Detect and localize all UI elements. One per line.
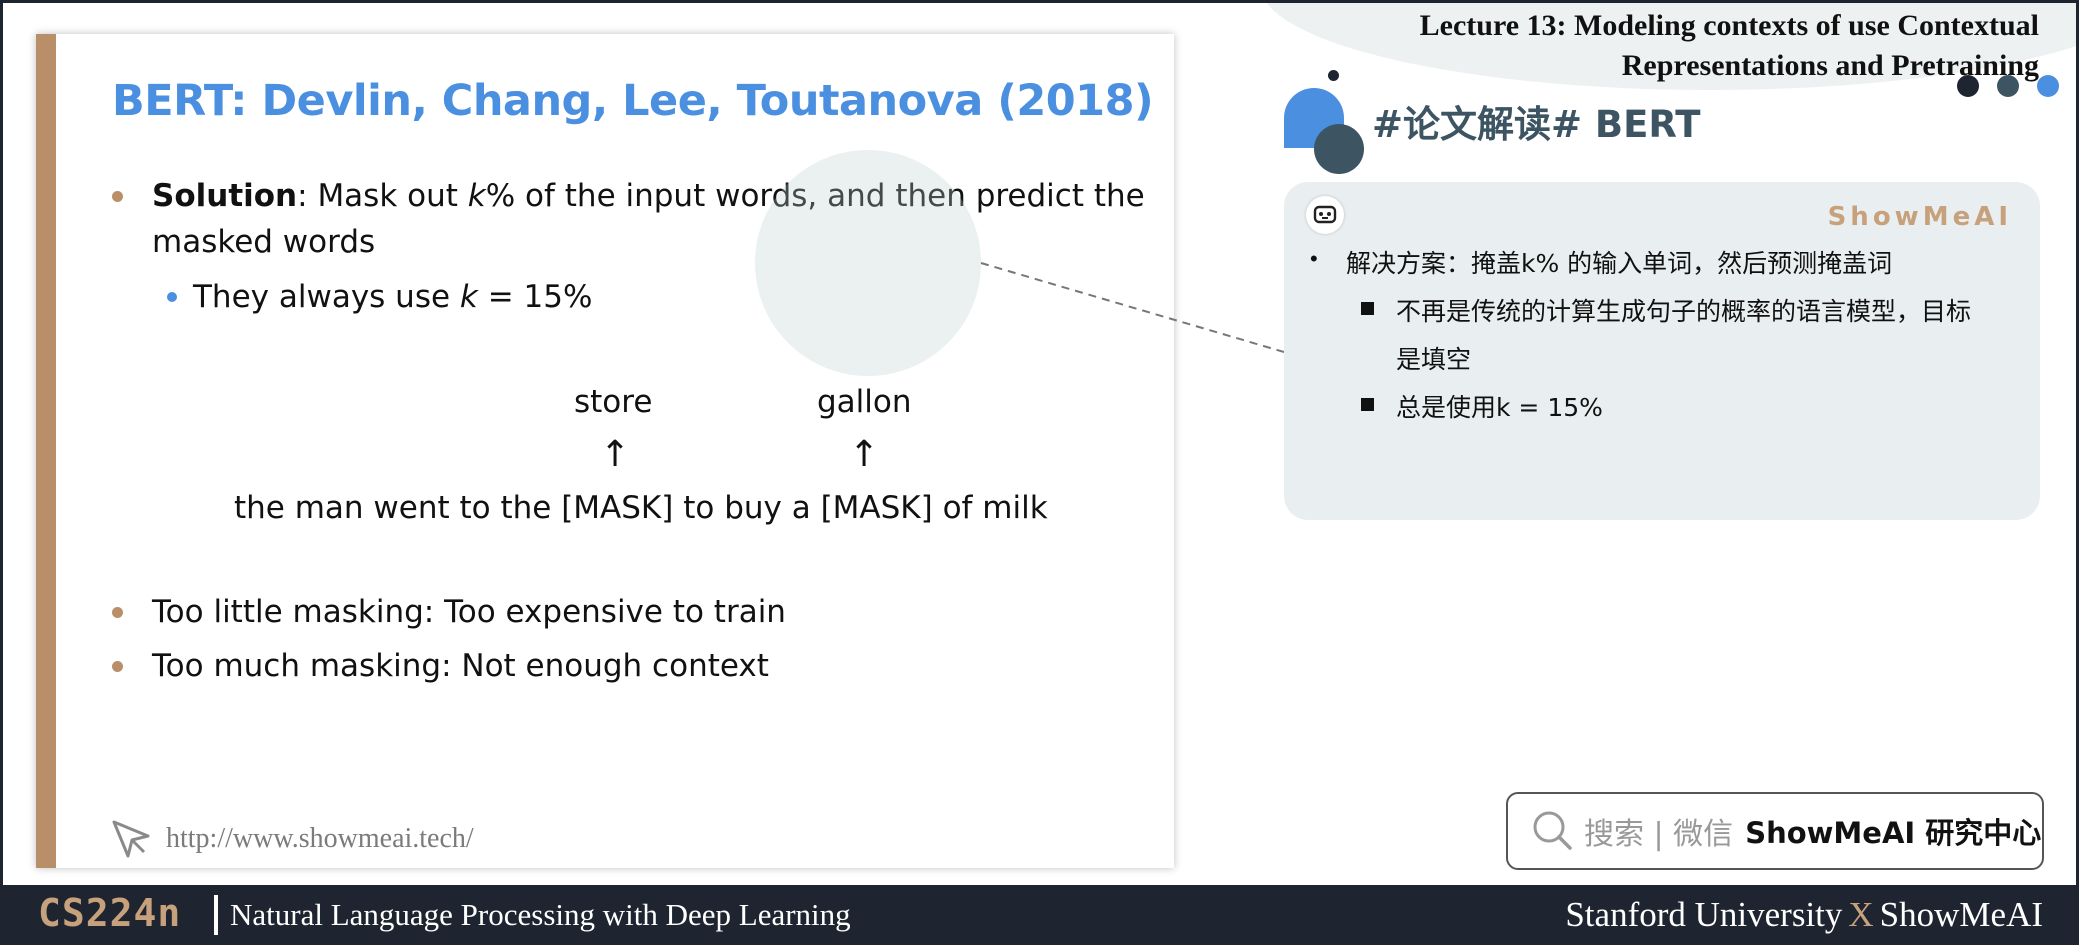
url-link[interactable]: http://www.showmeai.tech/: [166, 823, 474, 854]
bullet-too-little: Too little masking: Too expensive to tra…: [152, 594, 786, 630]
sub-bullet-text-b: = 15%: [477, 279, 593, 315]
sub-bullet-text-a: They always use: [193, 279, 460, 315]
header-dots: [1957, 75, 2059, 97]
lecture-title: Lecture 13: Modeling contexts of use Con…: [1420, 6, 2039, 86]
footer-credit-x: X: [1848, 895, 1874, 934]
sub-bullet-dot: [167, 292, 177, 302]
bullet-solution-bold: Solution: [152, 178, 298, 214]
footer-credit-stanford: Stanford University: [1565, 895, 1843, 934]
word-store: store: [574, 384, 653, 420]
note-line-2b: 是填空: [1396, 345, 1472, 374]
slide-accent-bar: [36, 34, 56, 868]
footer-subtitle: Natural Language Processing with Deep Le…: [230, 897, 851, 932]
deco-dark-shape: [1314, 124, 1364, 174]
bullet-solution-k: k: [467, 178, 486, 214]
footer-bar: CS224n Natural Language Processing with …: [0, 885, 2079, 945]
bullet-dot: [112, 607, 123, 618]
word-gallon: gallon: [817, 384, 912, 420]
slide-card: BERT: Devlin, Chang, Lee, Toutanova (201…: [36, 34, 1174, 868]
url-row[interactable]: http://www.showmeai.tech/: [108, 816, 474, 862]
slide-title: BERT: Devlin, Chang, Lee, Toutanova (201…: [112, 76, 1154, 126]
bullet-too-much: Too much masking: Not enough context: [152, 648, 769, 684]
search-placeholder: 搜索 | 微信: [1584, 817, 1734, 852]
cursor-icon: [112, 820, 150, 858]
brand-tag: ShowMeAI: [1827, 202, 2012, 232]
bullet-solution-text-a: : Mask out: [297, 178, 468, 214]
magnifier-circle: [755, 150, 981, 376]
section-title: #论文解读# BERT: [1372, 103, 1701, 146]
footer-credit-showmeai: ShowMeAI: [1879, 895, 2043, 934]
note-line-3: 总是使用k = 15%: [1396, 393, 1603, 422]
lecture-title-line1: Lecture 13: Modeling contexts of use Con…: [1419, 9, 2039, 42]
bullet-solution-line2: masked words: [152, 224, 376, 260]
note-square-bullet: [1361, 302, 1374, 315]
sub-bullet-k: They always use k = 15%: [193, 274, 592, 320]
search-brand: ShowMeAI 研究中心: [1745, 816, 2042, 850]
note-line-2a: 不再是传统的计算生成句子的概率的语言模型，目标: [1396, 297, 1972, 326]
bullet-solution: Solution: Mask out k% of the input words…: [152, 173, 1145, 219]
search-icon: [1533, 811, 1572, 850]
footer-separator: [214, 895, 218, 935]
search-box[interactable]: 搜索 | 微信 ShowMeAI 研究中心: [1506, 792, 2044, 870]
note-card: ShowMeAI • 解决方案：掩盖k% 的输入单词，然后预测掩盖词 不再是传统…: [1284, 182, 2040, 520]
bullet-dot: [112, 661, 123, 672]
dot-blue: [2037, 75, 2059, 97]
footer-course: CS224n: [38, 891, 182, 935]
dot-dark: [1957, 75, 1979, 97]
arrow-up-icon: ↑: [849, 434, 880, 475]
robot-icon: [1306, 196, 1344, 234]
mask-sentence: the man went to the [MASK] to buy a [MAS…: [234, 490, 1048, 526]
arrow-up-icon: ↑: [600, 434, 631, 475]
deco-dot: [1328, 70, 1339, 81]
bullet-solution-text-b: % of the input words, and then predict t…: [485, 178, 1145, 214]
bullet-dot: [112, 191, 123, 202]
note-bullet: •: [1310, 246, 1318, 271]
note-line-1: 解决方案：掩盖k% 的输入单词，然后预测掩盖词: [1346, 249, 1893, 278]
lecture-title-line2: Representations and Pretraining: [1621, 49, 2039, 82]
sub-bullet-k-var: k: [459, 279, 478, 315]
note-square-bullet: [1361, 398, 1374, 411]
dot-slate: [1997, 75, 2019, 97]
